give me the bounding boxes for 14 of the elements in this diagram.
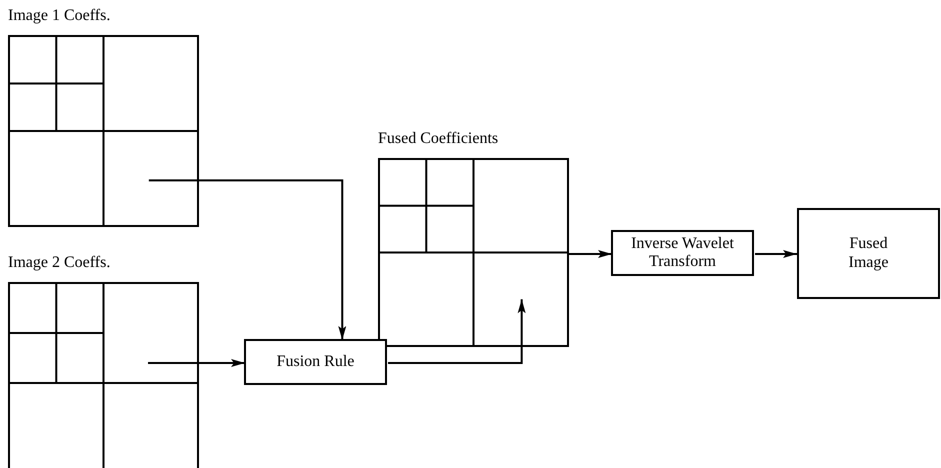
grid-heading: Image 2 Coeffs. — [8, 254, 110, 272]
process-box — [797, 208, 940, 299]
arrow — [568, 250, 612, 258]
grid-heading: Image 1 Coeffs. — [8, 7, 110, 25]
box-label: Fused Image — [848, 235, 890, 272]
box-label: Fusion Rule — [276, 352, 354, 372]
box-label: Inverse Wavelet Transform — [630, 234, 735, 272]
arrow — [148, 179, 346, 340]
grid-heading: Fused Coefficients — [378, 130, 498, 148]
arrow — [755, 250, 797, 258]
arrow — [148, 359, 245, 367]
process-box — [611, 230, 754, 276]
arrow — [388, 299, 526, 364]
process-box — [244, 339, 387, 385]
